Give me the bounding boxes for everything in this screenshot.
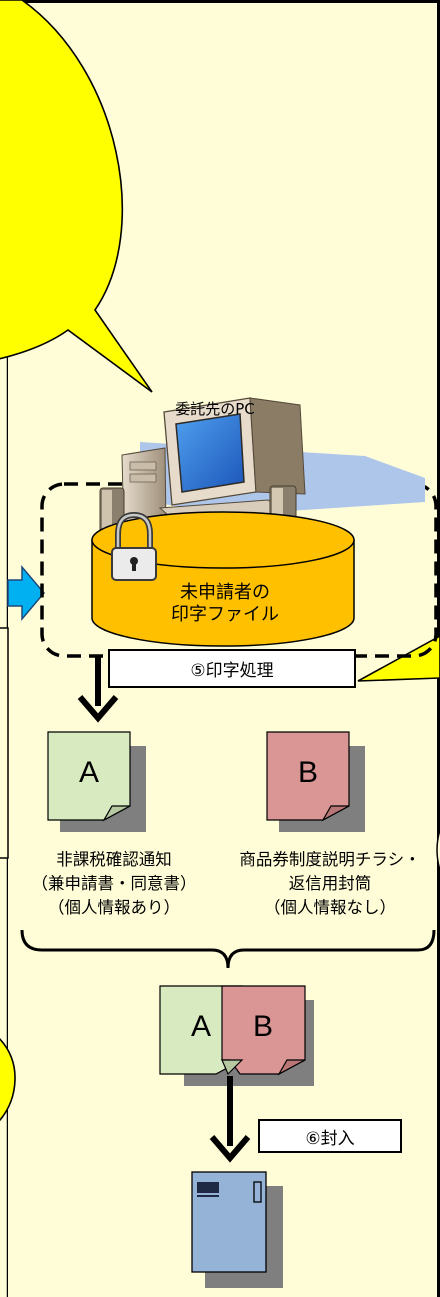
step6-enclose-label: ⑥封入 — [258, 1119, 402, 1153]
arrow-print-head — [77, 695, 119, 723]
document-b-icon — [266, 731, 365, 832]
callout-bubble-top — [0, 0, 153, 393]
database-cylinder-icon — [91, 511, 355, 647]
database-label-line-1: 未申請者の — [180, 582, 270, 603]
doc-a-caption-line-1: 非課税確認通知 — [56, 850, 172, 869]
callout-pointer-right — [357, 635, 440, 682]
input-arrow — [7, 564, 45, 622]
database-label: 未申請者の 印字ファイル — [130, 582, 320, 626]
doc-b-letter: B — [297, 756, 318, 789]
doc-a-caption-line-3: （個人情報あり） — [48, 898, 180, 917]
doc-a-caption-line-2: （兼申請書・同意書） — [31, 874, 197, 893]
desktop-computer-icon — [99, 397, 425, 538]
pc-label: 委託先のPC — [175, 400, 255, 418]
arrow-enclose-head — [209, 1135, 251, 1163]
secure-zone-dashed — [40, 482, 438, 658]
envelope-icon — [191, 1171, 283, 1288]
doc-b-caption-line-1: 商品券制度説明チラシ・ — [239, 850, 421, 869]
step5-print-label: ⑤印字処理 — [108, 649, 356, 688]
doc-a-caption: 非課税確認通知 （兼申請書・同意書） （個人情報あり） — [14, 848, 214, 920]
callout-edge-right — [436, 829, 440, 871]
database-label-line-2: 印字ファイル — [171, 604, 279, 625]
doc-a-letter: A — [78, 756, 99, 789]
doc-b-caption-line-3: （個人情報なし） — [264, 898, 396, 917]
padlock-icon — [111, 511, 157, 581]
callout-bubble-left — [0, 1038, 16, 1122]
grouping-brace — [20, 929, 436, 969]
combined-documents-icon — [159, 985, 314, 1086]
document-a-icon — [47, 731, 146, 832]
left-box-fragment — [0, 627, 9, 859]
doc-b-caption: 商品券制度説明チラシ・ 返信用封筒 （個人情報なし） — [220, 848, 440, 920]
combined-a-letter: A — [190, 1010, 211, 1043]
doc-b-caption-line-2: 返信用封筒 — [288, 874, 372, 893]
combined-b-letter: B — [252, 1010, 273, 1043]
